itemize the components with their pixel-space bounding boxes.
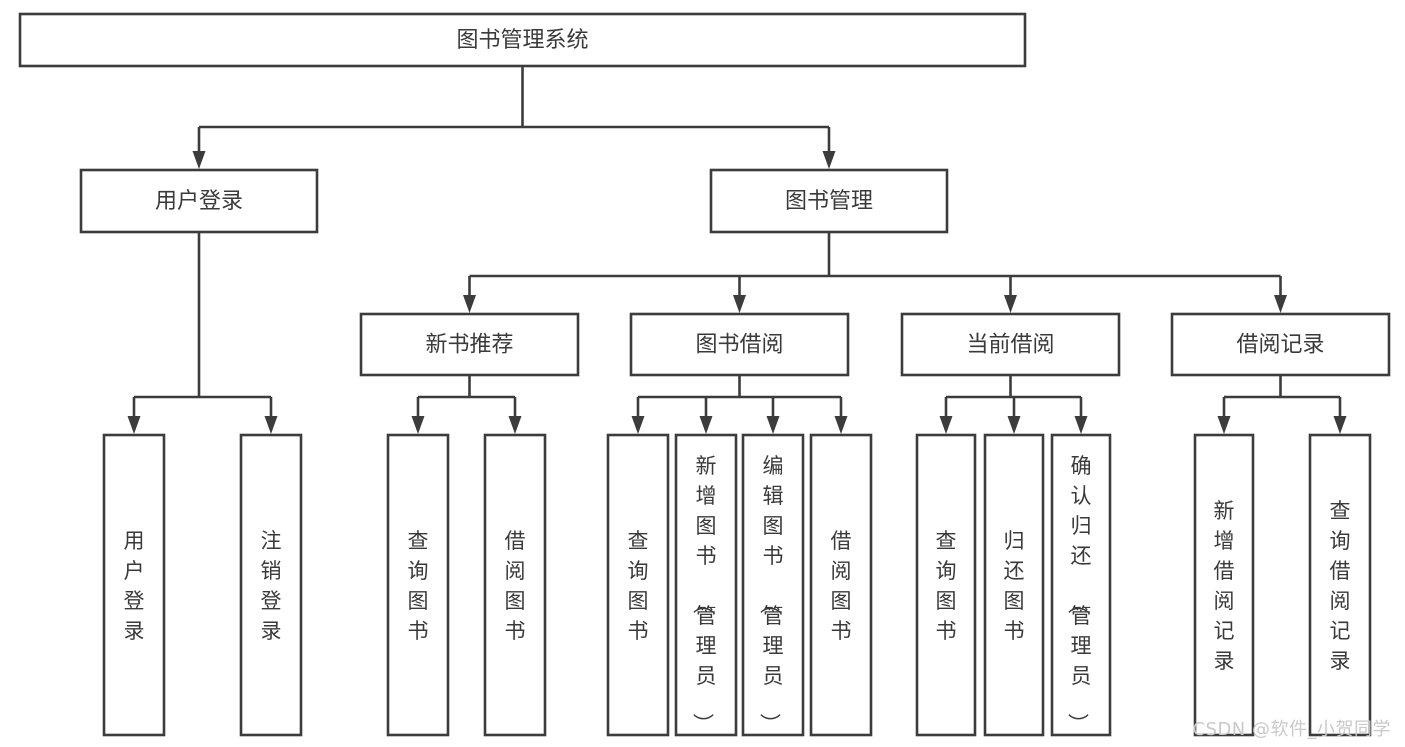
node-leaf-confirm-return[interactable]: 确认归还（管理员）	[1050, 433, 1112, 737]
node-box	[809, 433, 873, 737]
node-label: 用户登录	[124, 529, 145, 643]
connector-arrowhead	[699, 416, 713, 434]
node-leaf-query-book-3[interactable]: 查询图书	[915, 433, 977, 737]
node-label: 用户登录	[155, 189, 243, 214]
node-box	[629, 312, 850, 377]
node-leaf-query-book-2[interactable]: 查询图书	[606, 433, 670, 737]
node-leaf-logout[interactable]: 注销登录	[239, 433, 303, 737]
connector-arrowhead	[1333, 416, 1347, 434]
node-label: 查询图书	[408, 529, 429, 643]
node-current-borrow[interactable]: 当前借阅	[900, 312, 1121, 377]
node-leaf-return-book[interactable]: 归还图书	[983, 433, 1045, 737]
node-label: 图书管理	[785, 189, 873, 214]
node-label: 新书推荐	[425, 333, 513, 358]
node-label: 当前借阅	[966, 333, 1054, 358]
node-leaf-add-book[interactable]: 新增图书（管理员）	[674, 433, 738, 737]
connector-arrowhead	[463, 295, 476, 313]
node-box	[983, 433, 1045, 737]
node-label: 归还图书	[1004, 529, 1025, 643]
node-label: 借阅记录	[1236, 333, 1324, 358]
connector-arrowhead	[822, 151, 836, 169]
node-root[interactable]: 图书管理系统	[18, 12, 1027, 68]
connector-arrowhead	[1004, 295, 1017, 313]
node-box	[483, 433, 547, 737]
connector-arrowhead	[127, 416, 141, 434]
node-label: 查询图书	[628, 529, 649, 643]
node-label: 新增图书（管理员）	[691, 454, 717, 734]
node-box	[102, 433, 166, 737]
node-label: 借阅图书	[831, 529, 852, 643]
connector-arrowhead	[192, 151, 206, 169]
node-box	[1050, 433, 1112, 737]
node-label: 图书借阅	[695, 333, 783, 358]
node-label: 借阅图书	[505, 529, 526, 643]
node-box	[359, 312, 580, 377]
connector-arrowhead	[1274, 295, 1287, 313]
node-box	[1308, 433, 1372, 737]
nodes-layer: 图书管理系统用户登录图书管理新书推荐图书借阅当前借阅借阅记录用户登录注销登录查询…	[18, 12, 1391, 737]
node-new-book-rec[interactable]: 新书推荐	[359, 312, 580, 377]
node-label: 编辑图书（管理员）	[758, 454, 784, 734]
node-borrow-record[interactable]: 借阅记录	[1170, 312, 1391, 377]
csdn-watermark: CSDN @软件_小贺同学	[1192, 719, 1391, 740]
node-leaf-query-record[interactable]: 查询借阅记录	[1308, 433, 1372, 737]
node-leaf-borrow-book-1[interactable]: 借阅图书	[483, 433, 547, 737]
node-label: 图书管理系统	[456, 28, 588, 53]
node-label: 确认归还（管理员）	[1066, 454, 1092, 734]
node-box	[386, 433, 450, 737]
node-leaf-borrow-book-2[interactable]: 借阅图书	[809, 433, 873, 737]
connector-arrowhead	[1217, 416, 1231, 434]
node-box	[741, 433, 805, 737]
node-leaf-add-record[interactable]: 新增借阅记录	[1193, 433, 1255, 737]
node-box	[79, 168, 319, 234]
node-box	[1193, 433, 1255, 737]
node-box	[239, 433, 303, 737]
node-box	[606, 433, 670, 737]
connector-arrowhead	[411, 416, 425, 434]
connector-arrowhead	[766, 416, 780, 434]
node-leaf-user-login[interactable]: 用户登录	[102, 433, 166, 737]
connector-arrowhead	[1007, 416, 1021, 434]
node-leaf-edit-book[interactable]: 编辑图书（管理员）	[741, 433, 805, 737]
connector-arrowhead	[264, 416, 278, 434]
node-label: 查询图书	[936, 529, 957, 643]
connector-arrowhead	[939, 416, 953, 434]
node-box	[18, 12, 1027, 68]
node-label: 注销登录	[261, 529, 282, 643]
connector-arrowhead	[1074, 416, 1088, 434]
node-box	[900, 312, 1121, 377]
node-box	[674, 433, 738, 737]
node-book-manage[interactable]: 图书管理	[709, 168, 949, 234]
node-label: 新增借阅记录	[1214, 499, 1235, 673]
connector-arrowhead	[733, 295, 746, 313]
connectors-layer	[127, 66, 1347, 434]
connector-arrowhead	[508, 416, 522, 434]
node-box	[915, 433, 977, 737]
connector-arrowhead	[631, 416, 645, 434]
node-label: 查询借阅记录	[1330, 499, 1351, 673]
node-box	[1170, 312, 1391, 377]
node-user-login[interactable]: 用户登录	[79, 168, 319, 234]
node-box	[709, 168, 949, 234]
node-leaf-query-book-1[interactable]: 查询图书	[386, 433, 450, 737]
node-book-borrow[interactable]: 图书借阅	[629, 312, 850, 377]
connector-arrowhead	[834, 416, 848, 434]
